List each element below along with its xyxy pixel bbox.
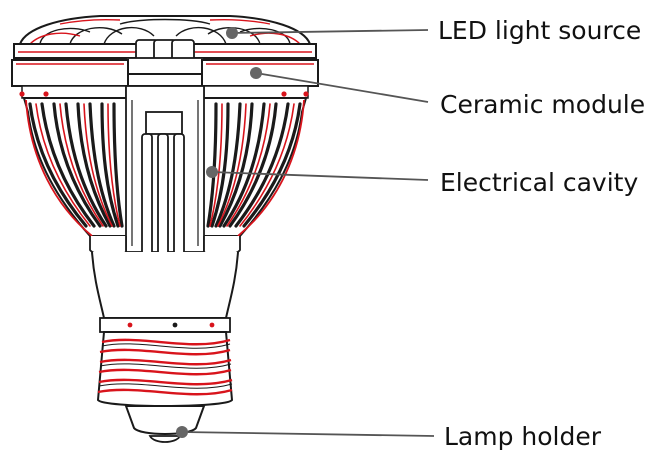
dot-cavity xyxy=(206,166,218,178)
leader-led xyxy=(231,29,429,34)
lamp-holder xyxy=(96,331,234,443)
label-lamp-holder: Lamp holder xyxy=(444,422,602,451)
label-ceramic-module: Ceramic module xyxy=(440,90,646,119)
bulb-neck xyxy=(91,251,239,333)
electrical-cavity xyxy=(125,85,205,259)
leader-ceramic xyxy=(255,72,429,103)
label-led-light-source: LED light source xyxy=(438,16,642,45)
dot-holder xyxy=(176,426,188,438)
leader-dots xyxy=(176,27,262,438)
screw-dots xyxy=(19,91,309,97)
leader-lines xyxy=(181,29,435,437)
dot-ceramic xyxy=(250,67,262,79)
dot-led xyxy=(226,27,238,39)
leader-holder xyxy=(181,431,435,437)
leader-cavity xyxy=(211,171,429,181)
label-electrical-cavity: Electrical cavity xyxy=(440,168,639,197)
connector-posts xyxy=(125,39,205,75)
